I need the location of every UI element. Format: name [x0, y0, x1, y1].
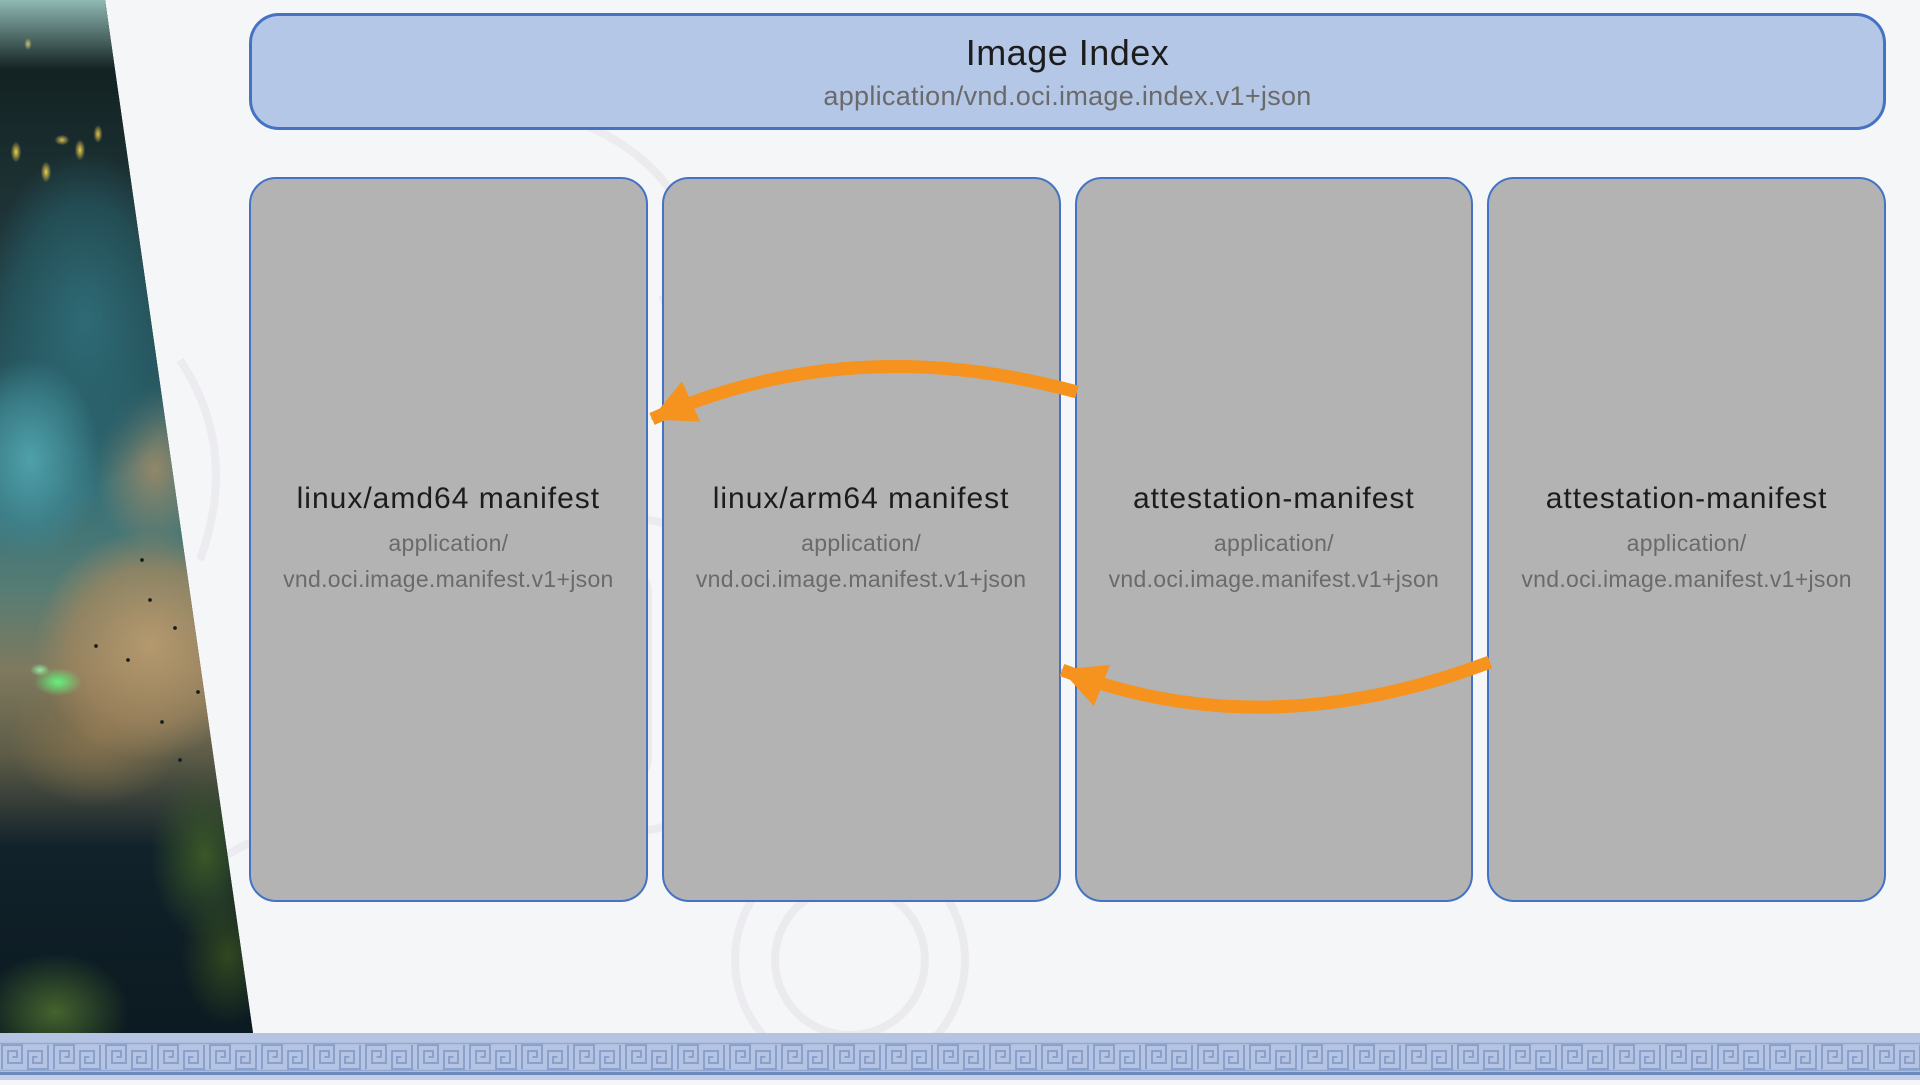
image-index-title: Image Index: [965, 31, 1170, 73]
greek-key-border: [0, 1033, 1920, 1080]
manifest-media-type: application/ vnd.oci.image.manifest.v1+j…: [1109, 526, 1440, 597]
media-type-line2: vnd.oci.image.manifest.v1+json: [283, 565, 614, 592]
image-index-box: Image Index application/vnd.oci.image.in…: [249, 13, 1886, 130]
manifest-box-linux-arm64: linux/arm64 manifest application/ vnd.oc…: [661, 177, 1061, 902]
manifest-row: linux/amd64 manifest application/ vnd.oc…: [249, 177, 1886, 902]
media-type-line1: application/: [388, 529, 509, 556]
image-index-media-type: application/vnd.oci.image.index.v1+json: [823, 80, 1312, 111]
manifest-media-type: application/ vnd.oci.image.manifest.v1+j…: [283, 526, 614, 597]
manifest-title: attestation-manifest: [1545, 481, 1828, 515]
manifest-media-type: application/ vnd.oci.image.manifest.v1+j…: [696, 526, 1027, 597]
manifest-box-linux-amd64: linux/amd64 manifest application/ vnd.oc…: [249, 177, 648, 902]
manifest-title: attestation-manifest: [1132, 481, 1415, 515]
media-type-line1: application/: [801, 529, 922, 556]
manifest-box-attestation-2: attestation-manifest application/ vnd.oc…: [1487, 177, 1886, 902]
media-type-line2: vnd.oci.image.manifest.v1+json: [1108, 565, 1440, 592]
media-type-line2: vnd.oci.image.manifest.v1+json: [1521, 565, 1852, 592]
media-type-line1: application/: [1626, 529, 1747, 556]
manifest-title: linux/amd64 manifest: [296, 481, 601, 515]
manifest-box-attestation-1: attestation-manifest application/ vnd.oc…: [1074, 177, 1474, 902]
manifest-media-type: application/ vnd.oci.image.manifest.v1+j…: [1521, 526, 1852, 597]
left-artwork-illustration: [0, 0, 253, 1033]
manifest-title: linux/arm64 manifest: [712, 481, 1010, 515]
media-type-line1: application/: [1213, 529, 1334, 556]
media-type-line2: vnd.oci.image.manifest.v1+json: [695, 565, 1027, 592]
